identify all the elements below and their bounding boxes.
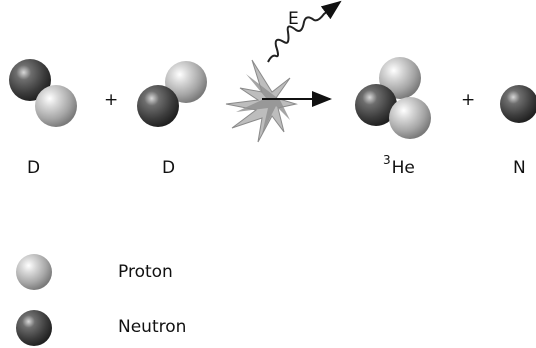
helium-3-label: 3He bbox=[383, 160, 415, 177]
plus-operator-2: + bbox=[461, 92, 475, 109]
plus-operator-1: + bbox=[104, 92, 118, 109]
neutron-particle bbox=[500, 85, 536, 123]
helium-3-nucleus bbox=[355, 57, 431, 139]
free-neutron bbox=[500, 85, 536, 123]
neutron-particle bbox=[137, 85, 179, 127]
legend-neutron-symbol bbox=[16, 310, 52, 346]
legend-proton-label: Proton bbox=[118, 264, 173, 281]
neutron-product-label: N bbox=[513, 160, 526, 177]
helium-symbol: He bbox=[392, 158, 415, 178]
legend-neutron-label: Neutron bbox=[118, 319, 186, 336]
energy-label: E bbox=[288, 11, 299, 28]
reactant-1-label: D bbox=[27, 160, 40, 177]
deuterium-nucleus-1 bbox=[9, 59, 77, 127]
energy-photon-wave bbox=[268, 2, 340, 62]
mass-number-superscript: 3 bbox=[383, 153, 391, 167]
proton-particle bbox=[35, 85, 77, 127]
reactant-2-label: D bbox=[162, 160, 175, 177]
proton-particle bbox=[389, 97, 431, 139]
deuterium-nucleus-2 bbox=[137, 61, 207, 127]
collision-burst bbox=[226, 60, 296, 142]
legend-proton-symbol bbox=[16, 254, 52, 290]
